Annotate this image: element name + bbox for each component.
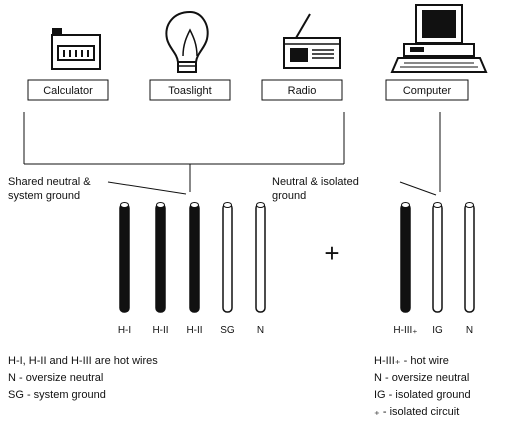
wire-label: N xyxy=(466,325,473,336)
callout-shared-line1: Shared neutral & xyxy=(8,176,91,188)
device-label-toaslight: Toaslight xyxy=(149,79,231,101)
shared-bracket xyxy=(23,112,345,192)
wire-ig: IG xyxy=(432,202,443,336)
right-wire-group: H-III₊ IG N xyxy=(393,202,475,336)
device-label-text: Radio xyxy=(288,85,317,97)
wire-label: H-II xyxy=(152,325,168,336)
wire-label: H-III₊ xyxy=(393,325,417,336)
legend-line: H-III₊ - hot wire xyxy=(374,355,449,367)
wire-sg: SG xyxy=(220,202,235,336)
wire-label: N xyxy=(257,325,264,336)
callout-isolated-line1: Neutral & isolated xyxy=(272,176,359,188)
wire-label: IG xyxy=(432,325,443,336)
callout-isolated-line2: ground xyxy=(272,190,306,202)
legend-line: H-I, H-II and H-III are hot wires xyxy=(8,355,158,367)
wire-h-iii: H-III₊ xyxy=(393,202,418,336)
right-legend: H-III₊ - hot wire N - oversize neutral I… xyxy=(374,355,471,418)
wire-h-ii: H-II xyxy=(152,202,169,336)
wire-n: N xyxy=(255,202,266,336)
legend-line: N - oversize neutral xyxy=(374,372,469,384)
callout-isolated: Neutral & isolated ground xyxy=(272,176,437,202)
legend-line: IG - isolated ground xyxy=(374,389,471,401)
wire-h-ii: H-II xyxy=(186,202,203,336)
legend-line: SG - system ground xyxy=(8,389,106,401)
left-legend: H-I, H-II and H-III are hot wires N - ov… xyxy=(8,355,158,401)
wire-label: H-I xyxy=(118,325,131,336)
plus-sign: + xyxy=(324,238,339,268)
computer-icon xyxy=(390,4,488,73)
device-label-text: Calculator xyxy=(43,85,93,97)
device-label-text: Computer xyxy=(403,85,452,97)
radio-icon xyxy=(283,13,341,69)
calculator-icon xyxy=(51,28,101,70)
callout-shared: Shared neutral & system ground xyxy=(8,176,187,202)
device-label-computer: Computer xyxy=(385,79,469,101)
legend-line: ₊ - isolated circuit xyxy=(374,406,459,418)
wire-label: SG xyxy=(220,325,235,336)
device-label-text: Toaslight xyxy=(168,85,211,97)
lightbulb-icon xyxy=(165,10,209,73)
wire-label: H-II xyxy=(186,325,202,336)
wire-h-i: H-I xyxy=(118,202,131,336)
device-label-radio: Radio xyxy=(261,79,343,101)
callout-shared-line2: system ground xyxy=(8,190,80,202)
wire-n: N xyxy=(464,202,475,336)
left-wire-group: H-I H-II H-II SG N xyxy=(118,202,266,336)
device-label-calculator: Calculator xyxy=(27,79,109,101)
legend-line: N - oversize neutral xyxy=(8,372,103,384)
